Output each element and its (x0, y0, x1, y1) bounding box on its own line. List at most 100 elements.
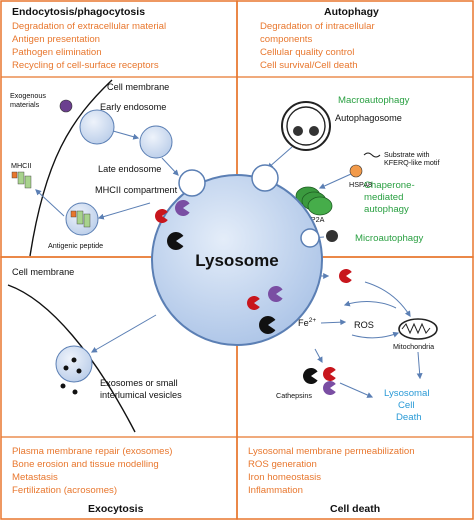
microautophagy-label: Microautophagy (355, 233, 423, 244)
arrow-mhcii-to-membrane (35, 189, 65, 217)
arrow-enzyme-to-mito (364, 281, 411, 318)
autophagy-function-4: Cell survival/Cell death (260, 60, 358, 71)
arrow-lysosome-to-cathepsins (314, 348, 323, 364)
enzyme-icon (302, 368, 318, 384)
mhcii-label: MHCII (11, 161, 31, 170)
exocytosis-function-3: Metastasis (12, 472, 58, 483)
hspa8-icon (349, 164, 363, 178)
exocytosis-membrane-curve (7, 284, 136, 433)
substrate-label-2: KFERQ-like motif (384, 158, 440, 167)
arrow-hspa8-to-lamp2a (318, 173, 352, 189)
autophagy-function-2: components (260, 34, 312, 45)
arrow-iron-to-ros (320, 319, 347, 326)
exosomes-label-1: Exosomes or small (100, 378, 178, 388)
arrow-ros-to-mito (351, 331, 400, 339)
exocytosis-vesicle (55, 345, 93, 383)
endocytosis-function-2: Antigen presentation (12, 34, 100, 45)
lysosome (151, 174, 323, 346)
cell-death-function-1: Lysosomal membrane permeabilization (248, 446, 415, 457)
lamp2a-channel-icon (295, 186, 333, 216)
endocytosis-function-1: Degradation of extracellular material (12, 21, 166, 32)
hspa8-label: HSPA8 (349, 180, 372, 189)
exogenous-label-2: materials (10, 100, 40, 109)
cell-death-function-3: Iron homeostasis (248, 472, 321, 483)
autophagy-function-3: Cellular quality control (260, 47, 354, 58)
late-endosome (139, 125, 173, 159)
enzyme-icon (322, 367, 336, 382)
endocytosis-function-3: Pathogen elimination (12, 47, 102, 58)
autophagosome-fusion (251, 164, 279, 192)
autophagy-function-1: Degradation of intracellular (260, 21, 375, 32)
enzyme-icon (322, 381, 336, 395)
exosome-dot (71, 357, 77, 363)
exocytosis-cell-membrane-label: Cell membrane (12, 267, 74, 277)
lysosomal-death-label-2: Cell (398, 400, 415, 411)
cma-label-2: mediated (364, 192, 403, 203)
arrow-autophagosome-to-lysosome (267, 146, 293, 169)
enzyme-icon (339, 269, 352, 283)
endocytosis-cell-membrane-label: Cell membrane (107, 82, 169, 92)
iron-label: Fe2+ (298, 317, 316, 328)
lysosomal-death-label-1: Lysosomal (384, 388, 430, 399)
exogenous-label-1: Exogenous (10, 91, 46, 100)
mitochondria-icon (398, 318, 438, 340)
autophagosome-label: Autophagosome (335, 113, 402, 123)
exosome-dot (60, 383, 66, 389)
exocytosis-function-1: Plasma membrane repair (exosomes) (12, 446, 173, 457)
ros-label: ROS (354, 320, 374, 330)
arrow-lysosome-to-vesicle (90, 314, 157, 353)
exosome-dot (63, 365, 69, 371)
enzyme-icon (174, 200, 190, 216)
lysosome-label: Lysosome (195, 251, 278, 270)
arrow-lysosome-to-mhcii (97, 202, 151, 220)
mhcii-receptor-icon (11, 171, 32, 189)
late-endosome-label: Late endosome (98, 164, 161, 174)
arrow-mito-to-death (416, 351, 423, 380)
arrow-cathepsins-to-death (339, 382, 374, 398)
endocytosis-title: Endocytosis/phagocytosis (12, 6, 145, 18)
enzyme-icon (268, 286, 283, 302)
enzyme-icon (246, 296, 260, 311)
iron-symbol: Fe (298, 318, 309, 328)
cell-death-function-2: ROS generation (248, 459, 317, 470)
cell-death-title: Cell death (330, 503, 380, 515)
enzyme-icon (155, 209, 168, 223)
cma-label-1: Chaperone- (364, 180, 415, 191)
cathepsins-label: Cathepsins (276, 391, 312, 400)
antigenic-peptide-icon (70, 210, 91, 228)
iron-charge: 2+ (309, 317, 317, 324)
cell-death-function-4: Inflammation (248, 485, 303, 496)
early-endosome-label: Early endosome (100, 102, 166, 112)
exosome-dot (72, 389, 78, 395)
macroautophagy-label: Macroautophagy (338, 95, 410, 106)
substrate-label-1: Substrate with (384, 150, 430, 159)
arrow-mito-to-ros (343, 300, 397, 309)
lysosomal-death-label-3: Death (396, 412, 422, 423)
exosome-dot (76, 368, 82, 374)
enzyme-icons (155, 200, 352, 395)
substrate-icon (363, 152, 381, 158)
cma-label-3: autophagy (364, 204, 409, 215)
exogenous-particle (59, 99, 73, 113)
arrow-late-to-lysosome (161, 157, 179, 176)
antigenic-peptide-label: Antigenic peptide (48, 241, 103, 250)
mitochondria-label: Mitochondria (393, 342, 434, 351)
autophagy-title: Autophagy (324, 6, 379, 18)
microautophagy-invagination (300, 228, 320, 248)
enzyme-icon (259, 316, 276, 334)
exocytosis-function-4: Fertilization (acrosomes) (12, 485, 117, 496)
arrow-early-to-late (112, 130, 140, 140)
early-endosome (79, 109, 115, 145)
mhcii-compartment-label: MHCII compartment (95, 185, 178, 195)
exosomes-label-2: interlumical vesicles (100, 390, 182, 400)
endocytosis-function-4: Recycling of cell-surface receptors (12, 60, 159, 71)
cell-membrane-curve (29, 79, 113, 257)
late-endosome-fusion (178, 169, 206, 197)
enzyme-icon (167, 232, 184, 251)
exocytosis-title: Exocytosis (88, 503, 144, 515)
microautophagy-cargo (326, 230, 338, 242)
autophagosome-icon (281, 101, 331, 151)
exocytosis-function-2: Bone erosion and tissue modelling (12, 459, 159, 470)
